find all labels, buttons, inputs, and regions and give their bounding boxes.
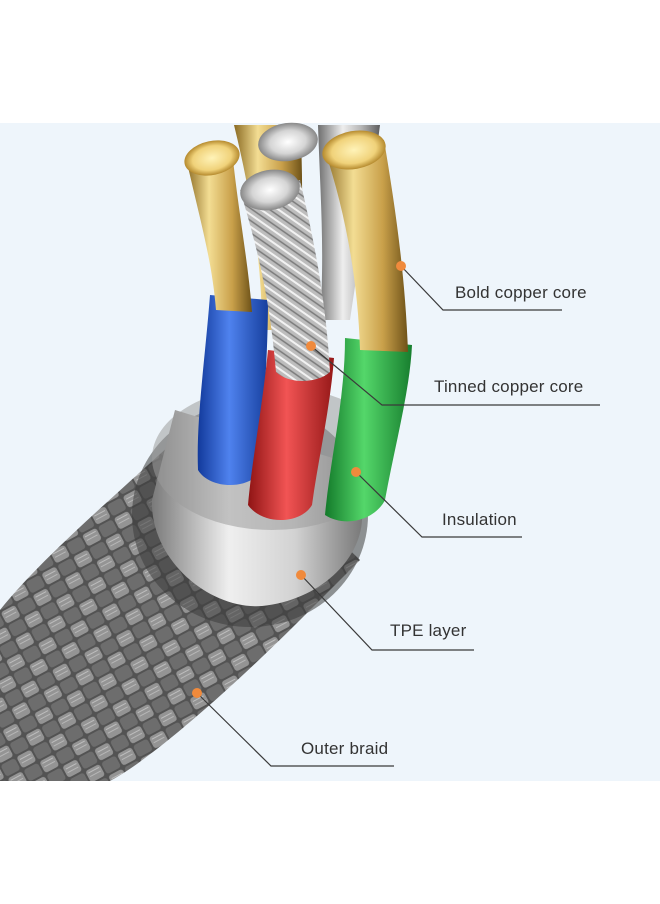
back-tinned-core-end (258, 122, 318, 162)
leader-outer-braid (196, 692, 394, 767)
marker-bold-copper-core (396, 261, 406, 271)
leader-tinned-copper-core (310, 345, 600, 406)
tinned-core-strand (240, 180, 330, 382)
marker-outer-braid (192, 688, 202, 698)
red-insulation (248, 350, 334, 520)
right-gold-core (324, 140, 408, 352)
marker-tinned-copper-core (306, 341, 316, 351)
left-gold-core (186, 150, 252, 312)
leader-bold-copper-core (400, 265, 562, 311)
leader-tpe-layer (300, 574, 474, 651)
label-outer-braid: Outer braid (301, 739, 389, 758)
right-gold-core-end (322, 130, 386, 170)
label-tpe-layer: TPE layer (390, 621, 467, 640)
marker-tpe-layer (296, 570, 306, 580)
green-insulation (325, 338, 412, 522)
tinned-core-end (240, 169, 300, 211)
label-tinned-copper-core: Tinned copper core (434, 377, 584, 396)
blue-insulation (197, 295, 268, 485)
marker-insulation (351, 467, 361, 477)
label-bold-copper-core: Bold copper core (455, 283, 587, 302)
marker-dots (192, 261, 406, 698)
label-insulation: Insulation (442, 510, 517, 529)
leader-insulation (355, 471, 522, 538)
leader-lines (196, 265, 600, 767)
left-gold-core-end (184, 140, 240, 176)
